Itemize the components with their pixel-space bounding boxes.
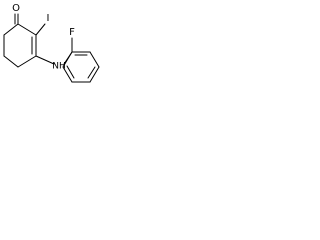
aryl-bond-3 [89, 66, 100, 83]
aryl-bond-2 [89, 51, 100, 68]
aryl-bond-6 [62, 51, 73, 68]
aryl-bond-5 [62, 66, 73, 83]
aryl-bond-5-double [66, 65, 75, 79]
fluorine-label: F [69, 27, 75, 38]
bond-c-n [35, 55, 55, 65]
bond-c-i [35, 23, 46, 36]
bond-c4-c5 [3, 55, 19, 68]
bond-c6-c1 [3, 23, 19, 36]
oxygen-label: O [12, 3, 20, 14]
bond-c3-c4 [17, 55, 37, 68]
amine-label: NH [52, 62, 66, 72]
structure-canvas: O I NH F [0, 0, 106, 89]
iodine-label: I [47, 13, 50, 24]
bond-c1-c2 [17, 23, 37, 36]
molecule-diagram: O I NH F [3, 3, 100, 83]
aryl-bond-3-double [87, 66, 96, 79]
